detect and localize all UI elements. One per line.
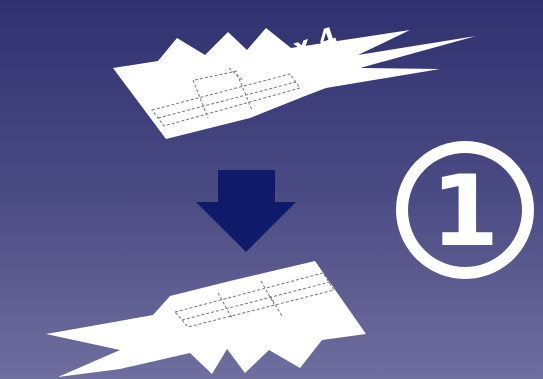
top-fold-lines <box>151 67 301 127</box>
top-paper-shape <box>113 28 476 139</box>
bottom-fold-lines <box>174 272 335 328</box>
down-arrow-icon <box>196 170 296 252</box>
top-paper-piece <box>113 28 476 139</box>
step-number-badge: 1 <box>396 141 534 279</box>
bottom-paper-piece <box>46 261 366 377</box>
step-circle <box>396 141 534 279</box>
step-number: 1 <box>431 155 499 269</box>
bottom-paper-shape <box>46 261 366 377</box>
